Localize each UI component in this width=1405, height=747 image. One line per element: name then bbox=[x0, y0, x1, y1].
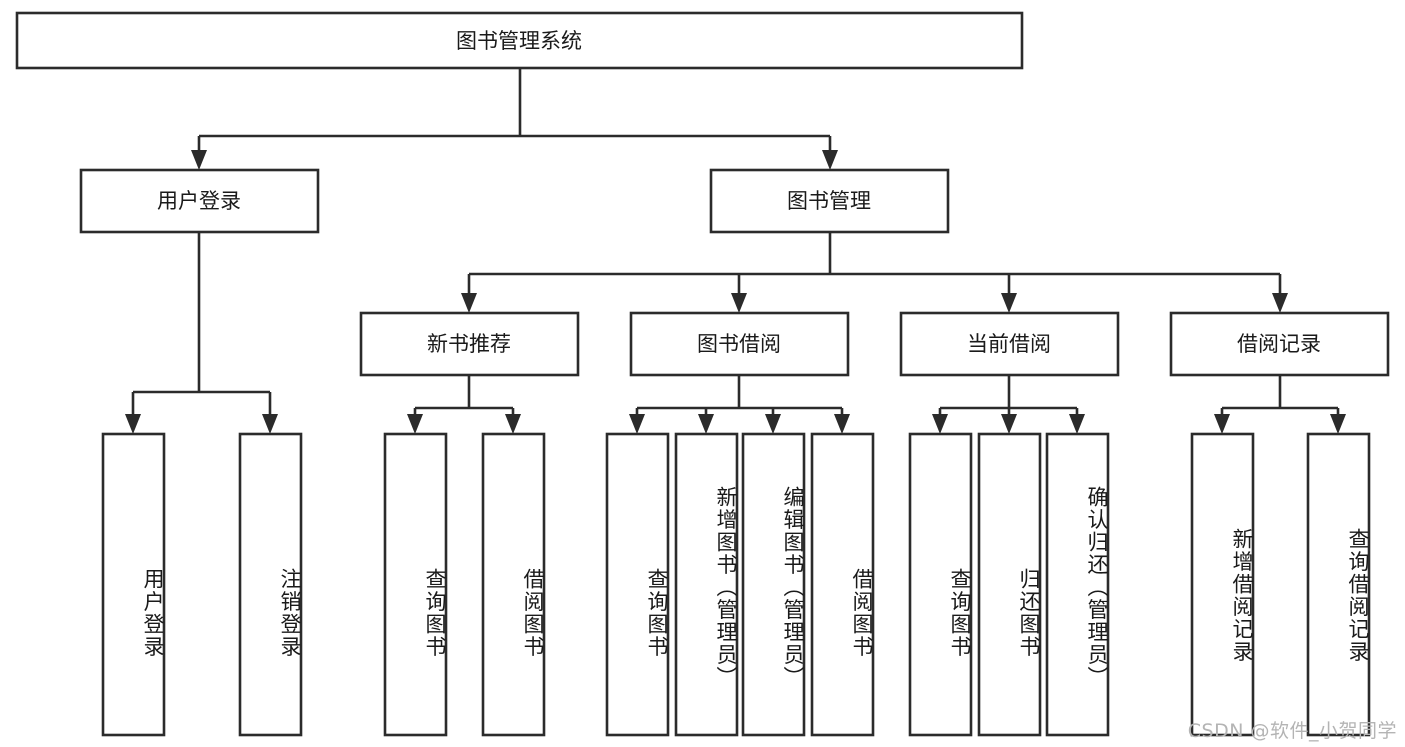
arrowhead-bookborrow-leaf-1 bbox=[629, 414, 645, 434]
connector-group-root bbox=[191, 68, 838, 170]
arrowhead-l3-1 bbox=[461, 293, 477, 313]
leaf-box-current-borrow-3[interactable] bbox=[1045, 432, 1110, 737]
node-borrow-records-box[interactable] bbox=[1169, 311, 1390, 377]
node-book-borrow-box[interactable] bbox=[629, 311, 850, 377]
leaf-box-book-borrow-4[interactable] bbox=[810, 432, 875, 737]
node-new-book-recommend-box[interactable] bbox=[359, 311, 580, 377]
arrowhead-login-leaf-1 bbox=[125, 414, 141, 434]
arrowhead-borrowrecords-leaf-2 bbox=[1330, 414, 1346, 434]
arrowhead-newbook-leaf-2 bbox=[505, 414, 521, 434]
node-current-borrow-label: 当前借阅 bbox=[967, 332, 1051, 356]
connector-group-currentborrow bbox=[932, 375, 1085, 434]
arrowhead-bookborrow-leaf-3 bbox=[765, 414, 781, 434]
node-borrow-records-label: 借阅记录 bbox=[1237, 332, 1321, 356]
node-root-label: 图书管理系统 bbox=[456, 29, 582, 53]
leaf-box-new-book-1[interactable] bbox=[383, 432, 448, 737]
node-book-borrow-label: 图书借阅 bbox=[697, 332, 781, 356]
arrowhead-currentborrow-leaf-2 bbox=[1001, 414, 1017, 434]
arrowhead-l3-4 bbox=[1272, 293, 1288, 313]
leaf-box-current-borrow-1[interactable] bbox=[908, 432, 973, 737]
arrowhead-login bbox=[191, 150, 207, 170]
connector-group-bookborrow bbox=[629, 375, 850, 434]
arrowhead-bookmgmt bbox=[822, 150, 838, 170]
leaf-box-borrow-records-2[interactable] bbox=[1306, 432, 1371, 737]
arrowhead-bookborrow-leaf-2 bbox=[698, 414, 714, 434]
arrowhead-newbook-leaf-1 bbox=[407, 414, 423, 434]
node-book-management-box[interactable] bbox=[709, 168, 950, 234]
leaf-box-book-borrow-2[interactable] bbox=[674, 432, 739, 737]
leaf-box-book-borrow-1[interactable] bbox=[605, 432, 670, 737]
leaf-box-current-borrow-2[interactable] bbox=[977, 432, 1042, 737]
leaf-box-user-login-1[interactable] bbox=[101, 432, 166, 737]
connector-group-userlogin bbox=[125, 232, 278, 434]
node-book-management-label: 图书管理 bbox=[787, 189, 871, 213]
node-user-login-label: 用户登录 bbox=[157, 189, 241, 213]
arrowhead-currentborrow-leaf-3 bbox=[1069, 414, 1085, 434]
csdn-watermark: CSDN @软件_小贺同学 bbox=[1187, 720, 1397, 742]
connector-group-bookmgmt bbox=[461, 232, 1288, 313]
node-new-book-recommend-label: 新书推荐 bbox=[427, 332, 511, 356]
node-user-login-box[interactable] bbox=[79, 168, 320, 234]
connector-group-borrowrecords bbox=[1214, 375, 1346, 434]
connector-group-newbook bbox=[407, 375, 521, 434]
leaf-box-borrow-records-1[interactable] bbox=[1190, 432, 1255, 737]
node-current-borrow-box[interactable] bbox=[899, 311, 1120, 377]
arrowhead-borrowrecords-leaf-1 bbox=[1214, 414, 1230, 434]
arrowhead-login-leaf-2 bbox=[262, 414, 278, 434]
arrowhead-currentborrow-leaf-1 bbox=[932, 414, 948, 434]
node-root-box[interactable] bbox=[15, 11, 1024, 70]
arrowhead-bookborrow-leaf-4 bbox=[834, 414, 850, 434]
leaf-box-book-borrow-3[interactable] bbox=[741, 432, 806, 737]
leaf-box-user-login-2[interactable] bbox=[238, 432, 303, 737]
arrowhead-l3-3 bbox=[1001, 293, 1017, 313]
leaf-box-new-book-2[interactable] bbox=[481, 432, 546, 737]
arrowhead-l3-2 bbox=[731, 293, 747, 313]
